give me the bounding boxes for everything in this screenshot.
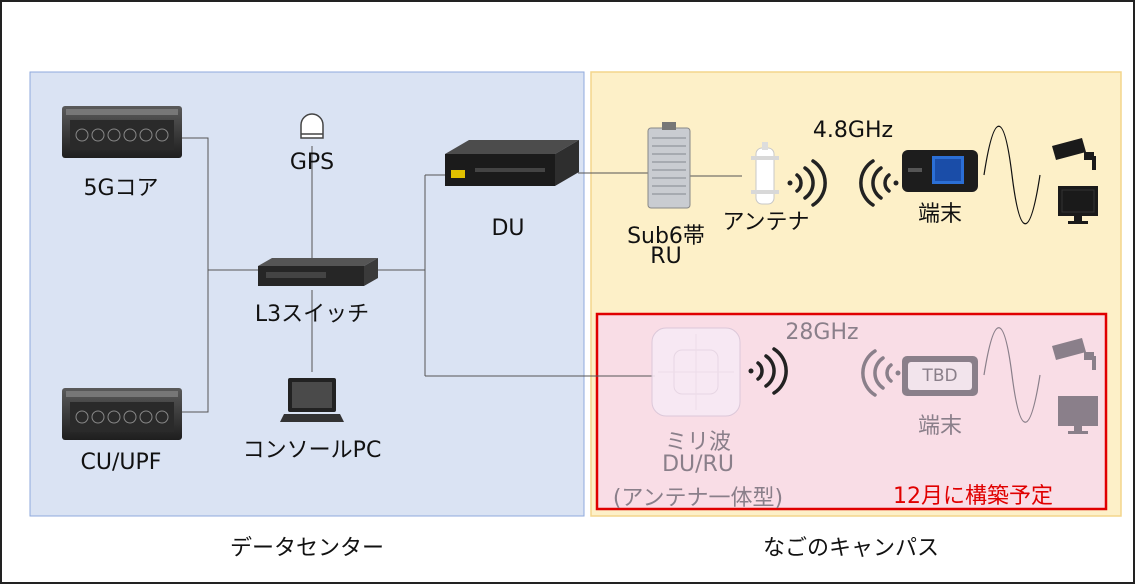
radio-unit-icon — [647, 122, 691, 209]
mmwave-label-line1: ミリ波 — [664, 430, 732, 455]
network-switch-icon — [258, 258, 378, 286]
terminal2-label: 端末 — [917, 414, 963, 439]
terminal1-label: 端末 — [917, 202, 963, 227]
sub6-label-line1: Sub6帯 — [627, 224, 705, 249]
rack-server-icon — [62, 106, 182, 158]
rack-server-icon — [62, 388, 182, 440]
monitor-icon — [1058, 186, 1098, 224]
security-camera-icon — [1052, 138, 1096, 170]
radio-wave-out — [748, 347, 788, 395]
console-label: コンソールPC — [242, 438, 382, 463]
l3switch-label: L3スイッチ — [254, 302, 370, 327]
datacenter-label: データセンター — [229, 536, 385, 561]
mmwave-label-line2: DU/RU — [662, 452, 734, 477]
sub6-frequency: 4.8GHz — [812, 118, 894, 143]
radio-wave-in — [861, 349, 901, 397]
sub6-label-line2: RU — [650, 244, 682, 269]
mmwave-label-line3: (アンテナ一体型) — [612, 486, 784, 511]
du-server-icon — [445, 140, 579, 186]
gps-label: GPS — [289, 150, 335, 175]
radio-wave-in — [859, 159, 899, 207]
access-point-icon — [651, 327, 741, 417]
security-camera-icon — [1052, 338, 1096, 370]
antenna-icon — [751, 142, 779, 205]
terminal2-badge: TBD — [922, 366, 958, 386]
gps-antenna-icon — [300, 113, 324, 139]
link-core-to-bus — [182, 137, 209, 413]
du-label: DU — [491, 216, 525, 241]
construction-note: 12月に構築予定 — [893, 484, 1053, 509]
core-label: 5Gコア — [83, 176, 159, 201]
mobile-router-icon — [902, 150, 978, 192]
signal-wave-1 — [983, 125, 1041, 225]
radio-wave-out — [787, 159, 827, 207]
laptop-icon — [280, 378, 344, 422]
campus-label: なごのキャンパス — [762, 536, 940, 561]
mobile-router-icon — [902, 356, 978, 396]
cu-upf-label: CU/UPF — [80, 450, 162, 475]
monitor-icon — [1058, 396, 1098, 434]
signal-wave-2 — [983, 327, 1041, 423]
mmwave-frequency: 28GHz — [785, 320, 859, 345]
connection-lines — [182, 137, 742, 413]
antenna-label: アンテナ — [722, 210, 810, 235]
